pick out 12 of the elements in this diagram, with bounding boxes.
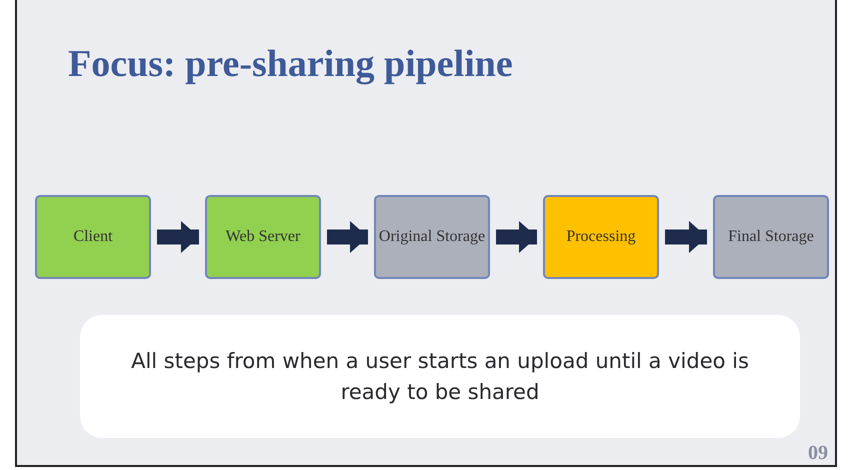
process-box: Web Server	[205, 195, 321, 279]
process-box: Original Storage	[374, 195, 490, 279]
note-box: All steps from when a user starts an upload until a video is ready to be shared	[80, 315, 800, 438]
page-number: 09	[808, 442, 828, 465]
block-arrow	[157, 221, 199, 253]
process-box: Processing	[543, 195, 659, 279]
process-box: Final Storage	[713, 195, 829, 279]
process-box: Client	[35, 195, 151, 279]
slide-title: Focus: pre-sharing pipeline	[68, 42, 513, 86]
block-arrow	[327, 221, 368, 253]
block-arrow	[496, 221, 537, 253]
block-arrow	[665, 221, 707, 253]
